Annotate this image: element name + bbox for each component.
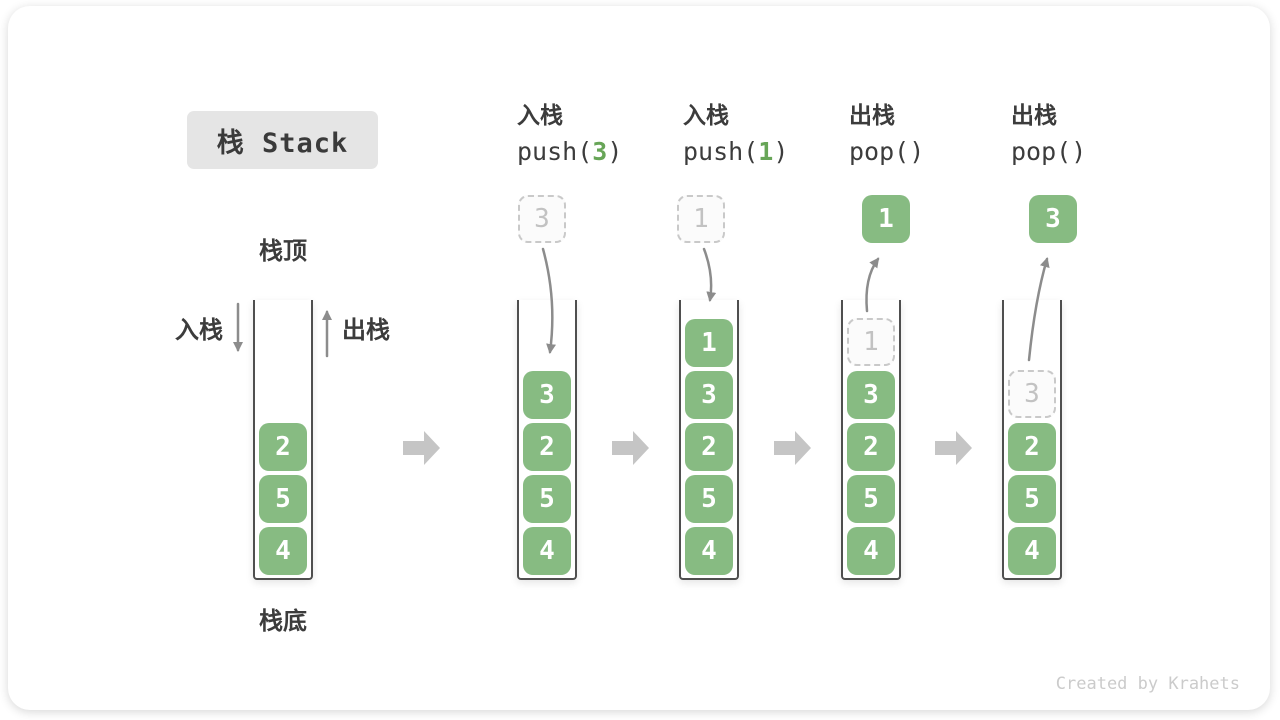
code-post: ) (909, 137, 925, 166)
ghost-slot-box: 3 (1008, 370, 1056, 418)
stack2-block: 2 (523, 423, 571, 471)
stack2-block: 3 (523, 371, 571, 419)
code-post: ) (607, 137, 623, 166)
code-num: 3 (592, 137, 608, 166)
floating-dashed-box: 3 (518, 195, 566, 243)
op-cn-label: 入栈 (683, 102, 729, 128)
stack3-block: 4 (685, 527, 733, 575)
stack5-block: 4 (1008, 527, 1056, 575)
code-post: ) (1071, 137, 1087, 166)
stack4-block: 2 (847, 423, 895, 471)
floating-dashed-box: 1 (677, 195, 725, 243)
popped-box: 1 (862, 195, 910, 243)
stack-top-label: 栈顶 (259, 238, 307, 265)
stack3-block: 5 (685, 475, 733, 523)
stack1-block: 2 (259, 423, 307, 471)
code-num: 1 (758, 137, 774, 166)
stack2-block: 5 (523, 475, 571, 523)
op-label-pop-3: 出栈 pop() (1011, 102, 1181, 165)
op-code-label: pop() (849, 139, 1019, 164)
stack1-block: 5 (259, 475, 307, 523)
title-badge: 栈 Stack (187, 111, 378, 169)
op-cn-label: 出栈 (1011, 102, 1057, 128)
op-label-push-1: 入栈 push(1) (683, 102, 853, 165)
code-pre: pop( (1011, 137, 1072, 166)
op-cn-label: 入栈 (517, 102, 563, 128)
ghost-slot-box: 1 (847, 318, 895, 366)
push-direction-label: 入栈 (175, 317, 223, 344)
op-code-label: push(3) (517, 139, 687, 164)
stack4-block: 5 (847, 475, 895, 523)
stack4-block: 3 (847, 371, 895, 419)
code-pre: pop( (849, 137, 910, 166)
stack5-block: 2 (1008, 423, 1056, 471)
stack4-block: 4 (847, 527, 895, 575)
op-label-push-3: 入栈 push(3) (517, 102, 687, 165)
op-code-label: push(1) (683, 139, 853, 164)
op-cn-label: 出栈 (849, 102, 895, 128)
stack3-block: 3 (685, 371, 733, 419)
pop-direction-label: 出栈 (342, 317, 390, 344)
stack3-block: 2 (685, 423, 733, 471)
stack3-block: 1 (685, 319, 733, 367)
watermark: Created by Krahets (1055, 674, 1240, 694)
stack2-block: 4 (523, 527, 571, 575)
stack1-block: 4 (259, 527, 307, 575)
stack-bottom-label: 栈底 (259, 608, 307, 635)
code-pre: push( (683, 137, 759, 166)
popped-box: 3 (1029, 195, 1077, 243)
stack5-block: 5 (1008, 475, 1056, 523)
op-code-label: pop() (1011, 139, 1181, 164)
code-post: ) (773, 137, 789, 166)
op-label-pop-1: 出栈 pop() (849, 102, 1019, 165)
code-pre: push( (517, 137, 593, 166)
